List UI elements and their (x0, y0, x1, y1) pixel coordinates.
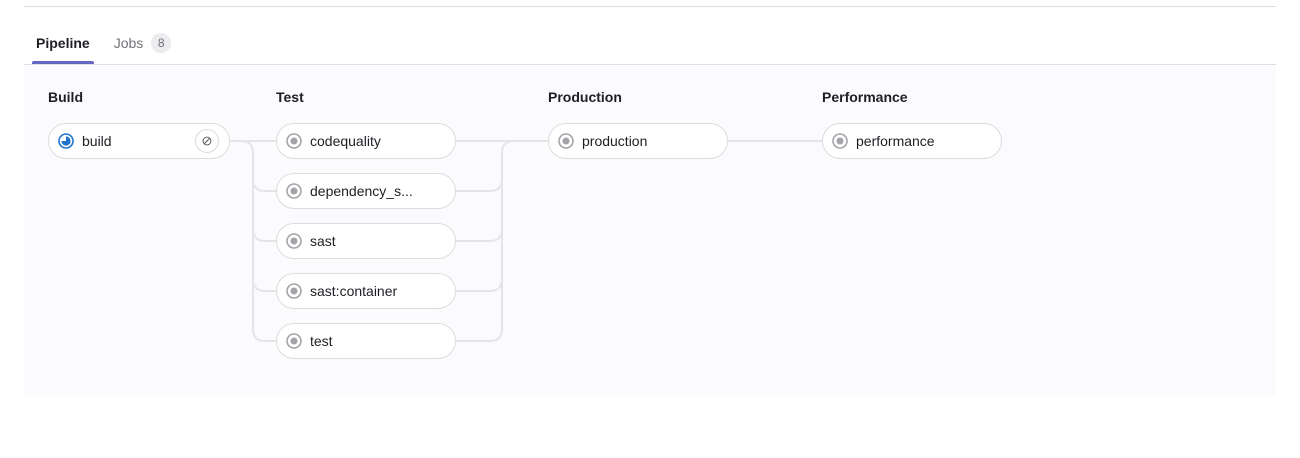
job-node-build[interactable]: build (48, 123, 230, 159)
status-created-icon (558, 133, 574, 149)
cancel-job-button[interactable] (195, 129, 219, 153)
status-created-icon (558, 133, 574, 149)
tab-jobs[interactable]: Jobs 8 (102, 22, 184, 64)
job-name: production (582, 133, 648, 149)
tab-label: Pipeline (36, 35, 90, 51)
job-name: codequality (310, 133, 381, 149)
tab-label: Jobs (113, 35, 144, 51)
job-node-performance[interactable]: performance (822, 123, 1002, 159)
status-created-icon (286, 333, 302, 349)
job-name: build (82, 133, 112, 149)
status-created-icon (286, 283, 302, 299)
job-node-test[interactable]: test (276, 323, 456, 359)
status-created-icon (286, 183, 302, 199)
status-created-icon (286, 183, 302, 199)
cancel-icon (202, 136, 212, 146)
status-running-icon (58, 133, 74, 149)
pipeline-graph-panel: Build build Test codequality dependency_s...… (24, 66, 1276, 395)
stage-title: Production (548, 89, 622, 105)
status-created-icon (286, 133, 302, 149)
status-created-icon (832, 133, 848, 149)
job-node-production[interactable]: production (548, 123, 728, 159)
tab-pipeline[interactable]: Pipeline (24, 22, 102, 64)
status-created-icon (286, 133, 302, 149)
stage-title: Build (48, 89, 83, 105)
status-created-icon (832, 133, 848, 149)
status-created-icon (286, 333, 302, 349)
pipeline-tabs: Pipeline Jobs 8 (24, 22, 1276, 65)
jobs-count-badge: 8 (151, 33, 172, 53)
job-node-dependency-s-[interactable]: dependency_s... (276, 173, 456, 209)
stage-title: Test (276, 89, 304, 105)
status-running-icon (58, 133, 74, 149)
status-created-icon (286, 283, 302, 299)
job-node-sast[interactable]: sast (276, 223, 456, 259)
job-name: sast:container (310, 283, 398, 299)
job-node-codequality[interactable]: codequality (276, 123, 456, 159)
stage-title: Performance (822, 89, 908, 105)
pipeline-connectors (230, 140, 822, 342)
job-name: test (310, 333, 333, 349)
job-node-sast-container[interactable]: sast:container (276, 273, 456, 309)
job-name: performance (856, 133, 935, 149)
status-created-icon (286, 233, 302, 249)
job-name: sast (310, 233, 336, 249)
job-name: dependency_s... (310, 183, 413, 199)
status-created-icon (286, 233, 302, 249)
top-divider (24, 6, 1276, 7)
